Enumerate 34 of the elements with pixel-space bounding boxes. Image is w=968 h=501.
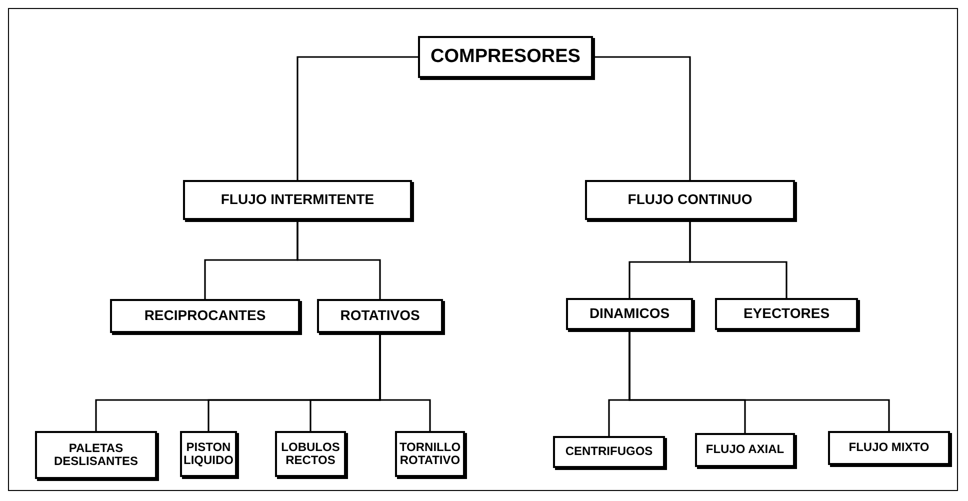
connector-line xyxy=(689,220,788,298)
category-box xyxy=(275,431,346,477)
category-box xyxy=(715,298,858,330)
category-box xyxy=(695,433,795,467)
category-label: PISTON LIQUIDO xyxy=(182,440,234,468)
connector-line xyxy=(628,330,890,431)
category-box xyxy=(585,180,795,220)
category-box xyxy=(317,299,443,333)
category-box xyxy=(566,298,693,330)
category-box xyxy=(553,436,665,468)
category-box xyxy=(110,299,300,333)
category-box xyxy=(183,180,412,220)
category-label: CENTRIFUGOS xyxy=(565,445,653,459)
connector-line xyxy=(379,333,431,431)
category-box xyxy=(395,431,465,477)
category-label: RECIPROCANTES xyxy=(144,308,266,324)
category-label: FLUJO AXIAL xyxy=(706,443,784,457)
category-label: FLUJO CONTINUO xyxy=(628,192,752,208)
category-label: TORNILLO ROTATIVO xyxy=(398,440,462,468)
category-label: DINAMICOS xyxy=(589,306,670,322)
category-label: FLUJO INTERMITENTE xyxy=(220,192,374,208)
connector-line xyxy=(593,56,691,180)
category-label: ROTATIVOS xyxy=(340,308,420,324)
category-box xyxy=(828,431,950,465)
category-label: FLUJO MIXTO xyxy=(848,441,930,455)
connector-line xyxy=(296,220,381,299)
connector-line xyxy=(296,56,418,180)
category-label: COMPRESORES xyxy=(430,46,580,68)
category-label: PALETAS DESLISANTES xyxy=(52,442,139,468)
category-label: LOBULOS RECTOS xyxy=(280,440,341,468)
category-label: EYECTORES xyxy=(743,306,830,322)
category-box xyxy=(35,431,157,479)
category-box xyxy=(418,36,593,78)
category-box xyxy=(180,431,237,477)
